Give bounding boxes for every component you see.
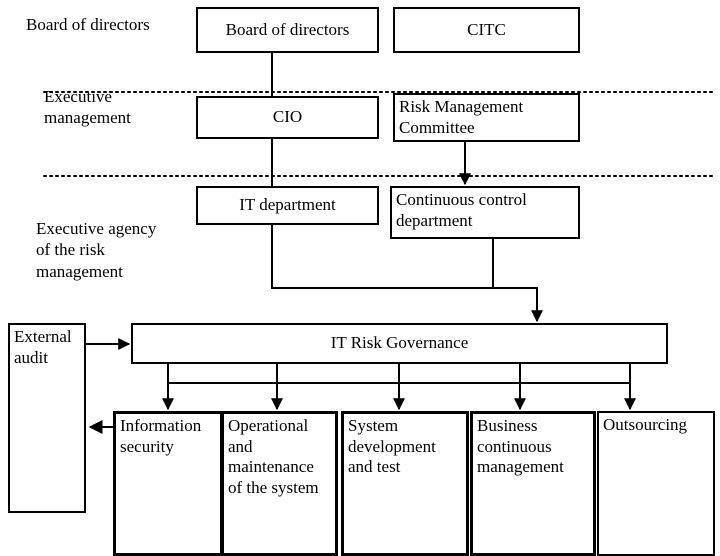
business-continuous-management-box[interactable]: Business continuous management xyxy=(470,411,596,556)
row-label-board-of-directors: Board of directors xyxy=(26,15,150,34)
it-risk-governance-box[interactable]: IT Risk Governance xyxy=(131,323,668,364)
row-label-executive-management: Executive management xyxy=(44,87,131,128)
risk-management-committee-box[interactable]: Risk Management Committee xyxy=(393,93,580,142)
system-development-test-box[interactable]: System development and test xyxy=(341,411,469,556)
cio-box[interactable]: CIO xyxy=(196,96,379,139)
arrow-it-department-to-governance xyxy=(271,225,543,323)
outsourcing-box[interactable]: Outsourcing xyxy=(597,411,715,556)
citc-box[interactable]: CITC xyxy=(393,7,580,53)
it-department-box[interactable]: IT department xyxy=(196,186,379,225)
external-audit-box[interactable]: External audit xyxy=(8,323,86,513)
row-label-executive-agency: Executive agency of the risk management xyxy=(36,219,157,281)
continuous-control-department-box[interactable]: Continuous control department xyxy=(390,186,580,239)
operational-maintenance-box[interactable]: Operational and maintenance of the syste… xyxy=(221,411,338,556)
board-of-directors-box[interactable]: Board of directors xyxy=(196,7,379,53)
information-security-box[interactable]: Information security xyxy=(113,411,223,556)
